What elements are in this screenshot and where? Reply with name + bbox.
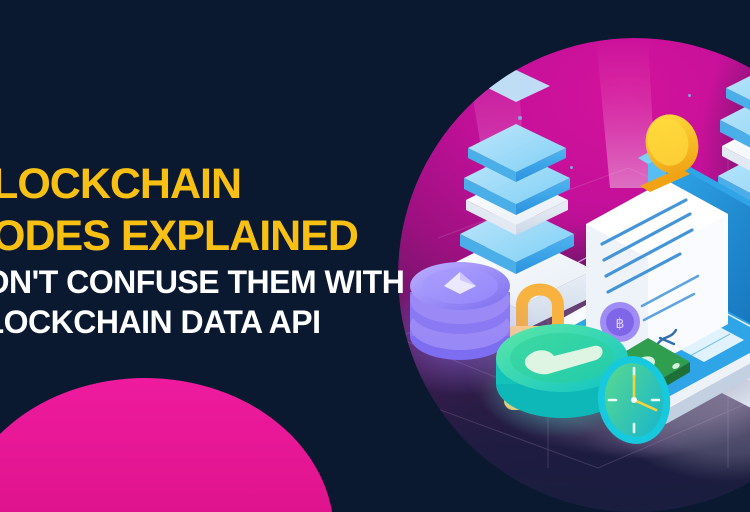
clock bbox=[582, 356, 694, 460]
magenta-blob bbox=[0, 378, 335, 512]
headline-block: BLOCKCHAIN NODES EXPLAINED DON'T CONFUSE… bbox=[0, 158, 432, 342]
headline-line-4: BLOCKCHAIN DATA API bbox=[0, 304, 321, 340]
headline-line-1: BLOCKCHAIN bbox=[0, 160, 242, 208]
gold-coin bbox=[640, 114, 699, 192]
foreground-coins bbox=[398, 262, 694, 460]
star-dot bbox=[518, 116, 522, 120]
star-dot bbox=[570, 166, 573, 169]
headline-line-2: NODES EXPLAINED bbox=[0, 212, 359, 260]
star-dot bbox=[688, 94, 691, 97]
illustration-circle: ฿ bbox=[398, 38, 750, 512]
eth-coins bbox=[398, 262, 542, 396]
isometric-objects: ฿ bbox=[430, 70, 750, 424]
svg-text:฿: ฿ bbox=[616, 315, 625, 331]
headline-line-3: DON'T CONFUSE THEM WITH bbox=[0, 264, 405, 300]
seal-coin: ฿ bbox=[600, 302, 640, 342]
